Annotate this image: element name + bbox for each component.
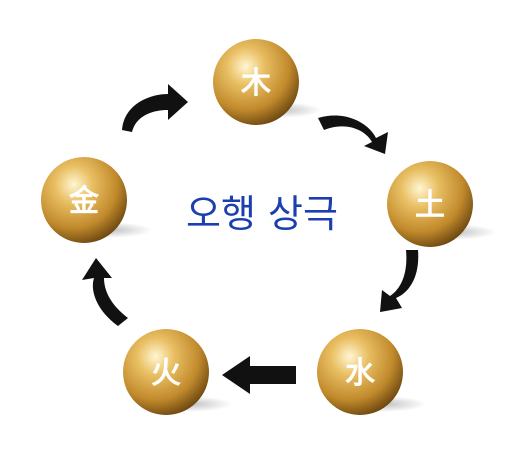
fire-label: 火	[151, 356, 181, 391]
element-earth: 土	[387, 161, 473, 247]
wood-label: 木	[240, 66, 271, 101]
arrow-metal-to-wood	[122, 84, 188, 132]
fire-orb	[123, 329, 209, 415]
earth-label: 土	[415, 188, 445, 223]
arrow-wood-to-earth	[318, 115, 388, 154]
water-label: 水	[345, 356, 376, 391]
earth-orb	[387, 161, 473, 247]
wood-orb	[213, 39, 299, 125]
element-water: 水	[317, 329, 403, 415]
metal-orb	[41, 157, 127, 243]
cycle-arrows	[82, 84, 419, 394]
arrow-water-to-fire	[222, 356, 296, 394]
metal-label: 金	[68, 184, 100, 219]
arrow-fire-to-metal	[82, 258, 128, 326]
element-wood: 木	[213, 39, 299, 125]
diagram-title: 오행 상극	[186, 192, 338, 236]
arrow-earth-to-water	[380, 250, 419, 312]
water-orb	[317, 329, 403, 415]
element-fire: 火	[123, 329, 209, 415]
element-metal: 金	[41, 157, 127, 243]
